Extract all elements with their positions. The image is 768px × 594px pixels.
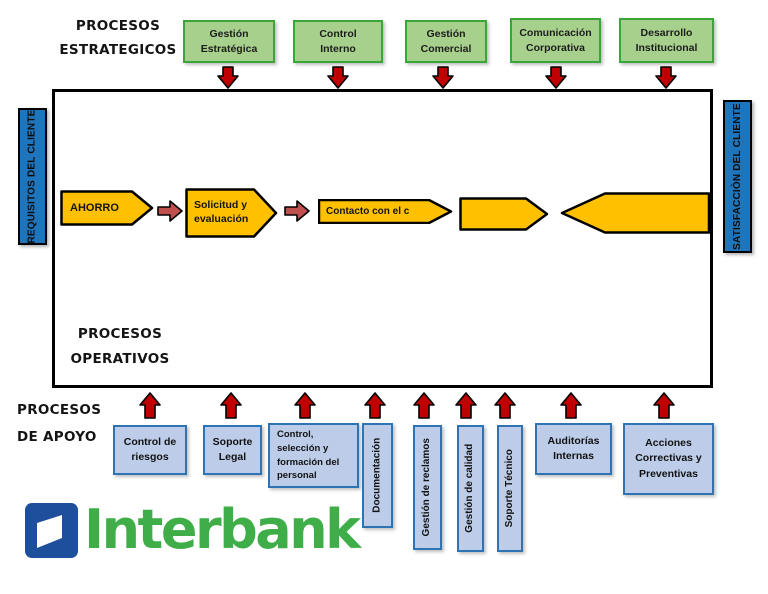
support-box-label: Soporte Técnico <box>503 449 515 528</box>
strategic-box-control-interno: Control Interno <box>293 20 383 63</box>
flow-step-return-arrow <box>560 192 711 234</box>
down-arrow-icon <box>655 66 677 89</box>
interbank-logo-icon <box>25 503 78 558</box>
down-arrow-icon <box>545 66 567 89</box>
client-satisfaction-label: SATISFACCIÒN DEL CLIENTE <box>732 103 744 250</box>
flow-step-label <box>560 192 711 234</box>
down-arrow-icon <box>327 66 349 89</box>
support-box-label: Gestión de calidad <box>464 444 476 533</box>
strategic-section-label: PROCESOS ESTRATEGICOS <box>59 18 177 58</box>
flow-step-ahorro: AHORRO <box>60 190 154 226</box>
client-requirements-label: REQUISITOS DEL CLIENTE <box>27 109 38 244</box>
support-box-acciones-correctivas: Acciones Correctivas y Preventivas <box>623 423 714 495</box>
up-arrow-icon <box>364 392 386 419</box>
support-box-label: Gestión de reclamos <box>421 438 433 537</box>
interbank-logo-text: Interbank <box>84 498 361 561</box>
down-arrow-icon <box>217 66 239 89</box>
flow-step-label: Contacto con el c <box>326 206 410 217</box>
flow-step-contacto-cliente: Contacto con el c <box>318 199 453 224</box>
client-satisfaction-sidebar: SATISFACCIÒN DEL CLIENTE <box>723 100 752 253</box>
operative-container-box <box>52 89 713 388</box>
strategic-box-gestion-comercial: Gestión Comercial <box>405 20 487 63</box>
down-arrow-icon <box>432 66 454 89</box>
support-box-control-de-riesgos: Control de riesgos <box>113 425 187 475</box>
flow-step-label: Solicitud y evaluación <box>194 199 249 225</box>
strategic-box-gestion-estrategica: Gestión Estratégica <box>183 20 275 63</box>
operative-section-label: PROCESOS OPERATIVOS <box>70 326 170 367</box>
client-requirements-sidebar: REQUISITOS DEL CLIENTE <box>18 108 47 245</box>
strategic-box-desarrollo-institucional: Desarrollo Institucional <box>619 18 714 63</box>
up-arrow-icon <box>139 392 161 419</box>
up-arrow-icon <box>220 392 242 419</box>
up-arrow-icon <box>560 392 582 419</box>
interbank-logo <box>25 503 78 558</box>
support-section-label: PROCESOS DE APOYO <box>17 402 102 445</box>
up-arrow-icon <box>294 392 316 419</box>
support-box-gestion-de-reclamos: Gestión de reclamos <box>413 425 442 550</box>
up-arrow-icon <box>653 392 675 419</box>
flow-step-label <box>459 197 549 231</box>
support-box-auditorias-internas: Auditorías Internas <box>535 423 612 475</box>
flow-connector-arrow-icon <box>284 199 310 223</box>
support-box-label: Documentación <box>371 437 383 514</box>
flow-step-label: AHORRO <box>70 201 119 214</box>
up-arrow-icon <box>494 392 516 419</box>
flow-step-solicitud-evaluacion: Solicitud y evaluación <box>185 188 278 238</box>
support-box-soporte-tecnico: Soporte Técnico <box>497 425 523 552</box>
flow-connector-arrow-icon <box>157 199 183 223</box>
support-box-documentacion: Documentación <box>362 423 393 528</box>
support-box-control-seleccion-formacion: Control, selección y formación del perso… <box>268 423 359 488</box>
support-box-soporte-legal: Soporte Legal <box>203 425 262 475</box>
up-arrow-icon <box>455 392 477 419</box>
up-arrow-icon <box>413 392 435 419</box>
support-box-gestion-de-calidad: Gestión de calidad <box>457 425 484 552</box>
strategic-box-comunicacion-corporativa: Comunicación Corporativa <box>510 18 601 63</box>
flow-step-blank-arrow <box>459 197 549 231</box>
